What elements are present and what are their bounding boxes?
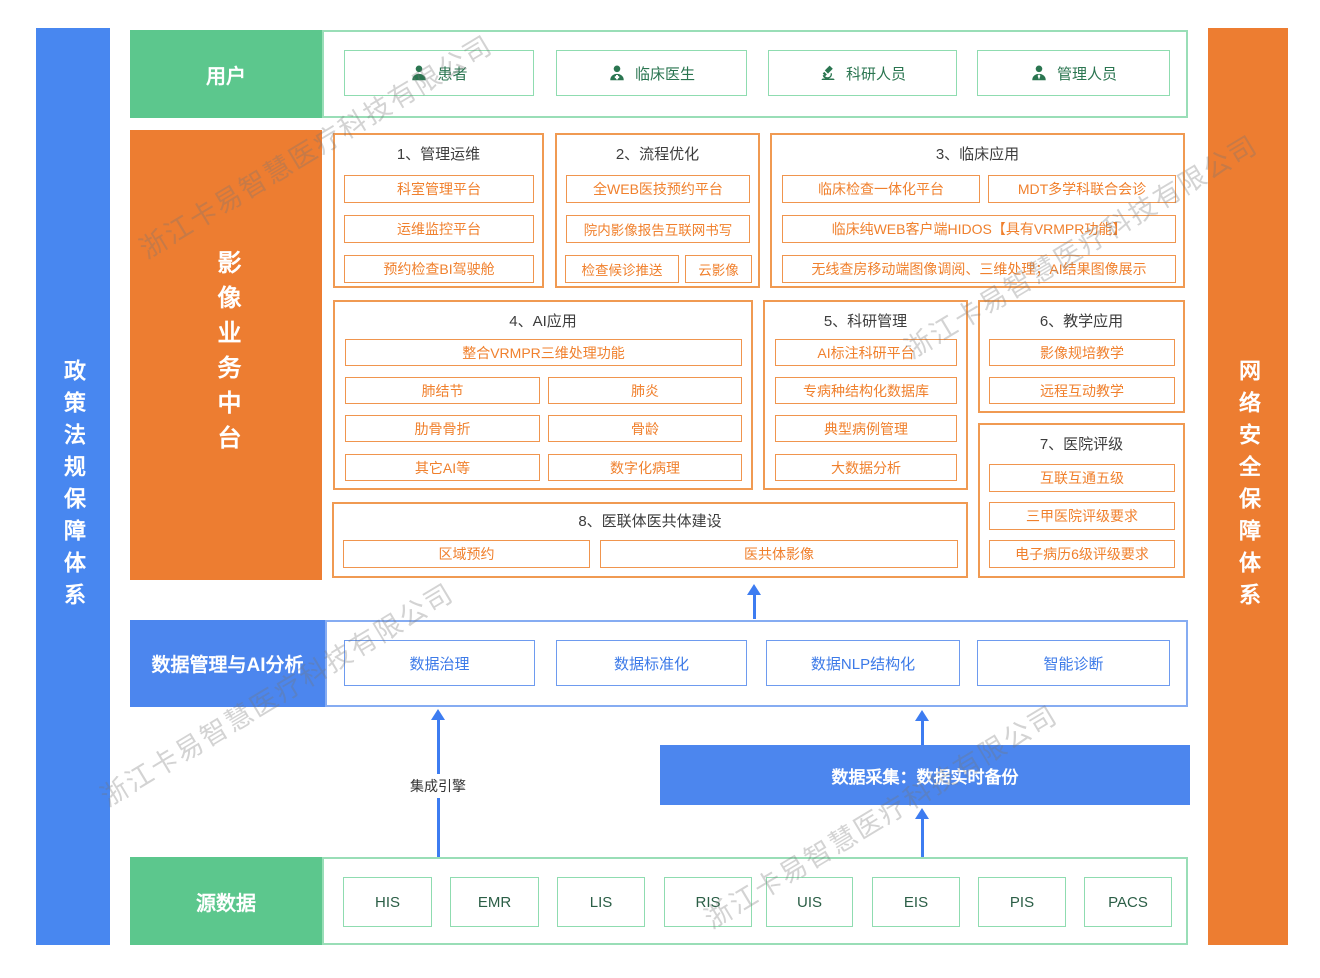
data-mgmt-row-label-text: 数据管理与AI分析 — [151, 655, 304, 676]
platform-item: 骨龄 — [548, 415, 742, 442]
data-mgmt-item: 数据标准化 — [556, 640, 747, 686]
data-mgmt-row-label: 数据管理与AI分析 — [130, 620, 325, 707]
source-row-label-text: 源数据 — [196, 892, 256, 915]
platform-item: 云影像 — [685, 255, 752, 283]
arrow-integration-engine — [431, 709, 445, 720]
source-item: HIS — [343, 877, 432, 927]
platform-item: 院内影像报告互联网书写 — [566, 215, 750, 243]
section-title: 1、管理运维 — [396, 146, 481, 163]
platform-item: 三甲医院评级要求 — [989, 502, 1175, 530]
platform-item: 典型病例管理 — [775, 415, 957, 442]
platform-item: 医共体影像 — [600, 540, 958, 568]
integration-engine-label: 集成引擎 — [406, 774, 470, 798]
data-collection-bar: 数据采集：数据实时备份 — [660, 745, 1190, 805]
section-ai-application: 4、AI应用 整合VRMPR三维处理功能 肺结节 肺炎 肋骨骨折 骨龄 其它AI… — [333, 300, 753, 490]
platform-item: 大数据分析 — [775, 454, 957, 481]
platform-item: 肺炎 — [548, 377, 742, 404]
user-patient-label: 患者 — [437, 65, 468, 83]
user-manager: 管理人员 — [977, 50, 1170, 96]
data-mgmt-item: 数据NLP结构化 — [766, 640, 960, 686]
platform-item: 影像规培教学 — [989, 339, 1175, 366]
microscope-icon — [821, 65, 835, 80]
user-researcher-label: 科研人员 — [845, 65, 906, 83]
network-security-label: 网络安全保障体系 — [1236, 358, 1261, 615]
section-title: 3、临床应用 — [935, 146, 1020, 163]
arrow-up-to-platform-line — [753, 594, 756, 619]
platform-item: 区域预约 — [343, 540, 590, 568]
section-medical-consortium: 8、医联体医共体建设 区域预约 医共体影像 — [332, 502, 968, 578]
section-hospital-rating: 7、医院评级 互联互通五级 三甲医院评级要求 电子病历6级评级要求 — [978, 423, 1185, 578]
data-mgmt-item: 智能诊断 — [977, 640, 1170, 686]
arrow-up-to-platform — [747, 584, 761, 595]
section-process-optimization: 2、流程优化 全WEB医技预约平台 院内影像报告互联网书写 检查候诊推送 云影像 — [555, 133, 760, 288]
policy-regulation-label: 政策法规保障体系 — [61, 358, 86, 615]
arrow-collection-up — [915, 710, 929, 721]
platform-item: 全WEB医技预约平台 — [566, 175, 750, 203]
users-row-label: 用户 — [130, 30, 322, 118]
user-researcher: 科研人员 — [768, 50, 957, 96]
user-patient: 患者 — [344, 50, 534, 96]
platform-item: 临床检查一体化平台 — [782, 175, 980, 203]
platform-item: 肺结节 — [345, 377, 540, 404]
source-row-label: 源数据 — [130, 857, 322, 945]
platform-item: 电子病历6级评级要求 — [989, 540, 1175, 568]
platform-item: 整合VRMPR三维处理功能 — [345, 339, 742, 366]
section-title: 6、教学应用 — [1039, 313, 1124, 330]
network-security-bar: 网络安全保障体系 — [1208, 28, 1288, 945]
platform-item: MDT多学科联合会诊 — [988, 175, 1176, 203]
platform-item: 无线查房移动端图像调阅、三维处理；AI结果图像展示 — [782, 255, 1176, 283]
policy-regulation-bar: 政策法规保障体系 — [36, 28, 110, 945]
platform-item: 专病种结构化数据库 — [775, 377, 957, 404]
source-item: RIS — [664, 877, 752, 927]
platform-item: 科室管理平台 — [344, 175, 534, 203]
section-clinical-application: 3、临床应用 临床检查一体化平台 MDT多学科联合会诊 临床纯WEB客户端HID… — [770, 133, 1185, 288]
data-mgmt-item: 数据治理 — [344, 640, 535, 686]
user-clinician: 临床医生 — [556, 50, 747, 96]
arrow-collection-up-line — [921, 720, 924, 745]
patient-icon — [412, 65, 427, 81]
platform-item: 其它AI等 — [345, 454, 540, 481]
platform-item: AI标注科研平台 — [775, 339, 957, 366]
imaging-platform-label-text: 影像业务中台 — [213, 250, 240, 460]
manager-icon — [1032, 65, 1046, 81]
source-item: UIS — [766, 877, 853, 927]
platform-item: 预约检查BI驾驶舱 — [344, 255, 534, 283]
platform-item: 数字化病理 — [548, 454, 742, 481]
imaging-platform-label: 影像业务中台 — [130, 130, 322, 580]
source-item: EIS — [872, 877, 960, 927]
section-research-management: 5、科研管理 AI标注科研平台 专病种结构化数据库 典型病例管理 大数据分析 — [763, 300, 968, 490]
section-teaching-application: 6、教学应用 影像规培教学 远程互动教学 — [978, 300, 1185, 413]
section-title: 8、医联体医共体建设 — [578, 513, 722, 530]
arrow-source-to-collection-line — [921, 818, 924, 857]
arrow-source-to-collection — [915, 808, 929, 819]
source-item: EMR — [450, 877, 539, 927]
platform-item: 远程互动教学 — [989, 377, 1175, 404]
section-management-ops: 1、管理运维 科室管理平台 运维监控平台 预约检查BI驾驶舱 — [333, 133, 544, 288]
source-item: PACS — [1084, 877, 1172, 927]
section-title: 7、医院评级 — [1039, 436, 1124, 453]
users-row-label-text: 用户 — [206, 65, 246, 88]
user-manager-label: 管理人员 — [1056, 65, 1117, 83]
platform-item: 检查候诊推送 — [565, 255, 679, 283]
source-item: PIS — [978, 877, 1066, 927]
section-title: 4、AI应用 — [509, 313, 577, 330]
platform-item: 肋骨骨折 — [345, 415, 540, 442]
doctor-icon — [610, 65, 624, 81]
source-item: LIS — [557, 877, 645, 927]
platform-item: 临床纯WEB客户端HIDOS【具有VRMPR功能】 — [782, 215, 1176, 243]
user-clinician-label: 临床医生 — [634, 65, 695, 83]
section-title: 5、科研管理 — [823, 313, 908, 330]
platform-item: 运维监控平台 — [344, 215, 534, 243]
platform-item: 互联互通五级 — [989, 464, 1175, 492]
section-title: 2、流程优化 — [615, 146, 700, 163]
data-collection-label: 数据采集：数据实时备份 — [831, 767, 1019, 787]
